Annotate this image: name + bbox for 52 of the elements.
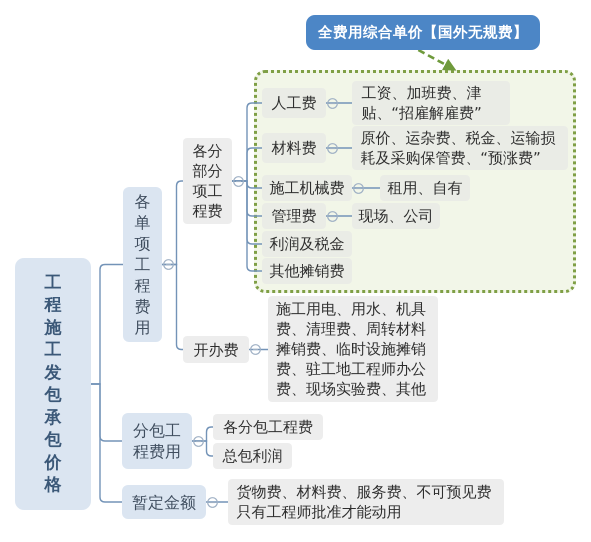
subtopic-box	[213, 414, 323, 440]
topic-text: 施工机械费	[270, 178, 344, 198]
topic-text: 开办费	[194, 340, 238, 360]
connector-line	[206, 501, 228, 503]
subtopic-box	[262, 175, 352, 201]
topic-text: 施工用电、用水、机具费、清理费、周转材料摊销费、临时设施摊销费、驻工地工程师办公费、现场实验费、其他	[276, 299, 427, 399]
topic-text: 原价、运杂费、税金、运输损耗及采购保管费、“预涨费”	[360, 128, 556, 168]
topic-text: 总包利润	[222, 446, 282, 466]
topic-text: 全费用综合单价【国外无规费】	[318, 24, 528, 42]
subtopic-box	[380, 175, 470, 201]
topic-text: 租用、自有	[388, 178, 462, 198]
subtopic-box	[262, 231, 352, 257]
subtopic-box	[352, 81, 510, 125]
connector-line	[326, 215, 352, 217]
topic-text: 各分部分项工程费	[192, 141, 224, 221]
branch-topic-box	[122, 485, 206, 519]
subtopic-box	[213, 443, 292, 469]
topic-text: 材料费	[272, 138, 316, 158]
connector-line	[91, 383, 122, 503]
subtopic-box	[183, 138, 232, 224]
connector-line	[326, 147, 352, 149]
subtopic-box	[228, 479, 504, 525]
dotted-boundary-frame	[254, 70, 576, 293]
subtopic-box	[352, 126, 568, 170]
subtopic-box	[183, 336, 249, 363]
topic-text: 其他摊销费	[270, 261, 344, 281]
topic-text: 现场、公司	[358, 206, 434, 226]
topic-text: 工资、加班费、津贴、“招雇解雇费”	[361, 83, 483, 123]
subtopic-box	[262, 258, 352, 284]
connector-line	[326, 102, 352, 104]
dashed-arrow	[418, 48, 456, 72]
topic-text: 人工费	[272, 93, 316, 113]
topic-text: 利润及税金	[270, 234, 344, 254]
subtopic-box	[262, 133, 326, 163]
connector-line	[352, 187, 380, 189]
subtopic-box	[262, 88, 326, 118]
connector-line	[192, 440, 213, 457]
topic-text: 暂定金额	[132, 492, 196, 512]
topic-text: 各单项工程费用	[134, 191, 150, 338]
central-topic-box	[15, 258, 91, 510]
subtopic-box	[262, 203, 326, 229]
topic-text: 各分包工程费	[223, 417, 313, 437]
callout-box	[306, 15, 540, 50]
topic-text: 货物费、材料费、服务费、不可预见费只有工程师批准才能动用	[236, 482, 492, 522]
subtopic-box	[352, 203, 440, 229]
branch-topic-box	[122, 413, 192, 469]
branch-topic-box	[123, 187, 162, 342]
topic-text: 分包工程费用	[132, 420, 182, 462]
subtopic-box	[268, 296, 438, 402]
topic-text: 管理费	[272, 206, 316, 226]
connector-line	[249, 348, 268, 350]
topic-text: 工程施工发包承包价格	[44, 272, 62, 496]
